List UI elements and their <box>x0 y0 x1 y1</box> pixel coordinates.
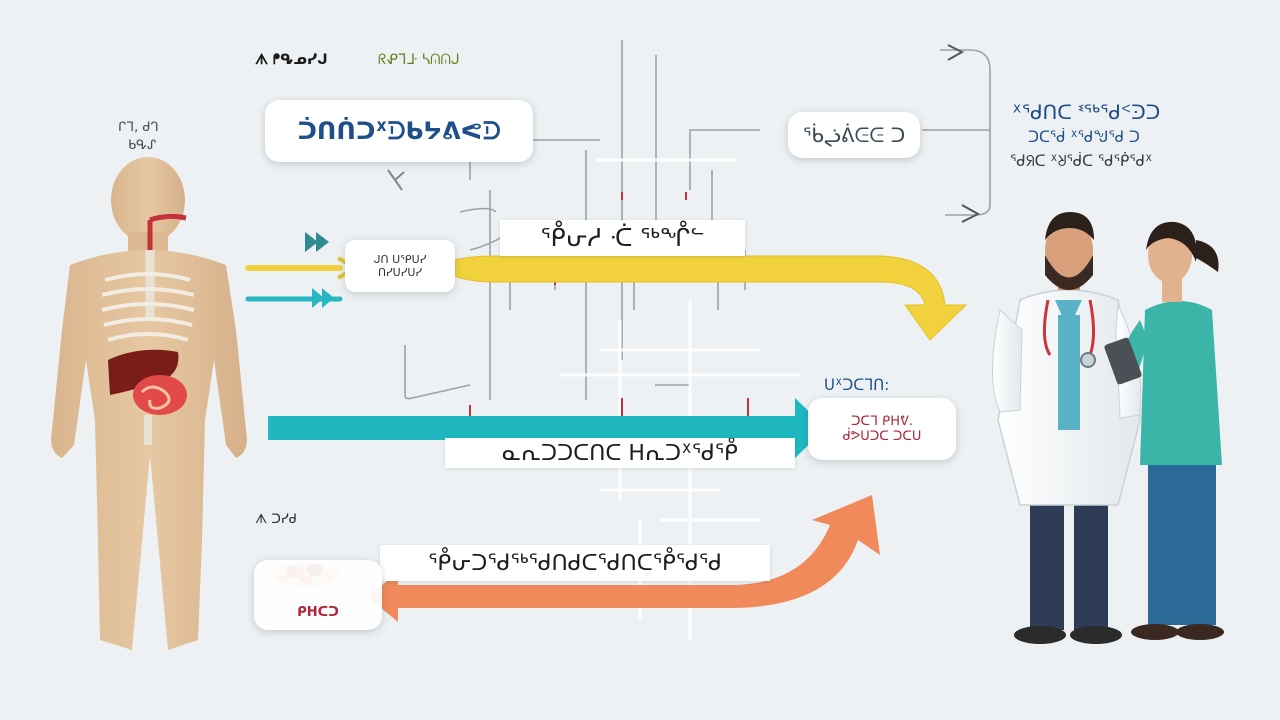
bottom-legend: ᗑ ᑐᓯᑯ <box>255 512 297 527</box>
small-hook-arrow-icon <box>387 169 405 191</box>
doctor-figure <box>992 212 1142 644</box>
right-header-line1: ᕁᖁᑎᑕ ᓫᖅᖁᑉᑔᑐ <box>1012 100 1161 124</box>
teal-flow-arrow <box>268 398 826 458</box>
input-box-line2: ᑎᓯᑌᓯᑌᓯ <box>377 266 423 279</box>
top-right-card: ᖄᖣᕖᕮᕮ ᑐ <box>788 112 920 158</box>
result-line2: ᑐᑕᒣ ᑭᕼᕓ. <box>850 414 913 429</box>
right-header-line3: ᖁᖆᑕ ᕽᖈᖂᑕ ᖁᖀᖁᕽ <box>1010 152 1153 170</box>
yellow-flow-arrow <box>454 255 968 341</box>
result-line3: ᑰᕗᑌᑐᑕ ᑐᑕᑌ <box>842 429 922 444</box>
food-card-label: ᑭᕼᑕᑐ <box>297 605 339 620</box>
input-box: ᒍᑎ ᑌᕿᑌᓯ ᑎᓯᑌᓯᑌᓯ <box>345 240 455 292</box>
teal-banner: ᓇᕆᑐᑐᑕᑎᑕ ᕼᕆᑐᕁᖁᕾ <box>445 438 795 468</box>
yellow-small-arrowhead <box>305 232 329 252</box>
orange-banner: ᕾᕂᑐᖁᖅᖁᑎᑯᑕᖁᑎᑕᕾᖁᖁ <box>380 545 770 581</box>
human-body-figure <box>51 157 247 650</box>
body-label-line2: ᑲᕴᔑ <box>128 138 157 153</box>
legend-primary: ᗑ ᖰᕴᓄᓰᒍ <box>255 52 328 68</box>
nurse-figure <box>1104 221 1224 640</box>
body-label-line1: ᒋᒣ, ᑰᒉ <box>118 120 159 135</box>
orange-flow-arrow <box>368 495 880 622</box>
right-hook-arrow-icon <box>961 204 981 223</box>
result-title: ᑌᕽᑐᑕᒣᑎ: <box>824 376 890 394</box>
legend-secondary: ᖇᕵᒣᒳ ᓴᕬᕬᒍ <box>378 52 460 68</box>
input-box-line1: ᒍᑎ ᑌᕿᑌᓯ <box>373 253 427 266</box>
background-grid-lines <box>560 158 800 640</box>
right-header-line2: ᑐᑕᖂ ᕽᖁᖑᖁ ᑐ <box>1028 128 1140 146</box>
food-card: ᑭᕼᑕᑐ <box>254 560 382 630</box>
top-hook-arrow-icon <box>947 44 965 61</box>
result-card: ᑐᑕᒣ ᑭᕼᕓ. ᑰᕗᑌᑐᑕ ᑐᑕᑌ <box>808 398 956 460</box>
yellow-banner: ᕾᕂᓱ ᑣ ᖅᖎᓪ <box>500 220 745 256</box>
title-card: ᑑᑎᑏᑐᕽᑓᑲᔭᕕᕙᑓ <box>265 100 533 162</box>
